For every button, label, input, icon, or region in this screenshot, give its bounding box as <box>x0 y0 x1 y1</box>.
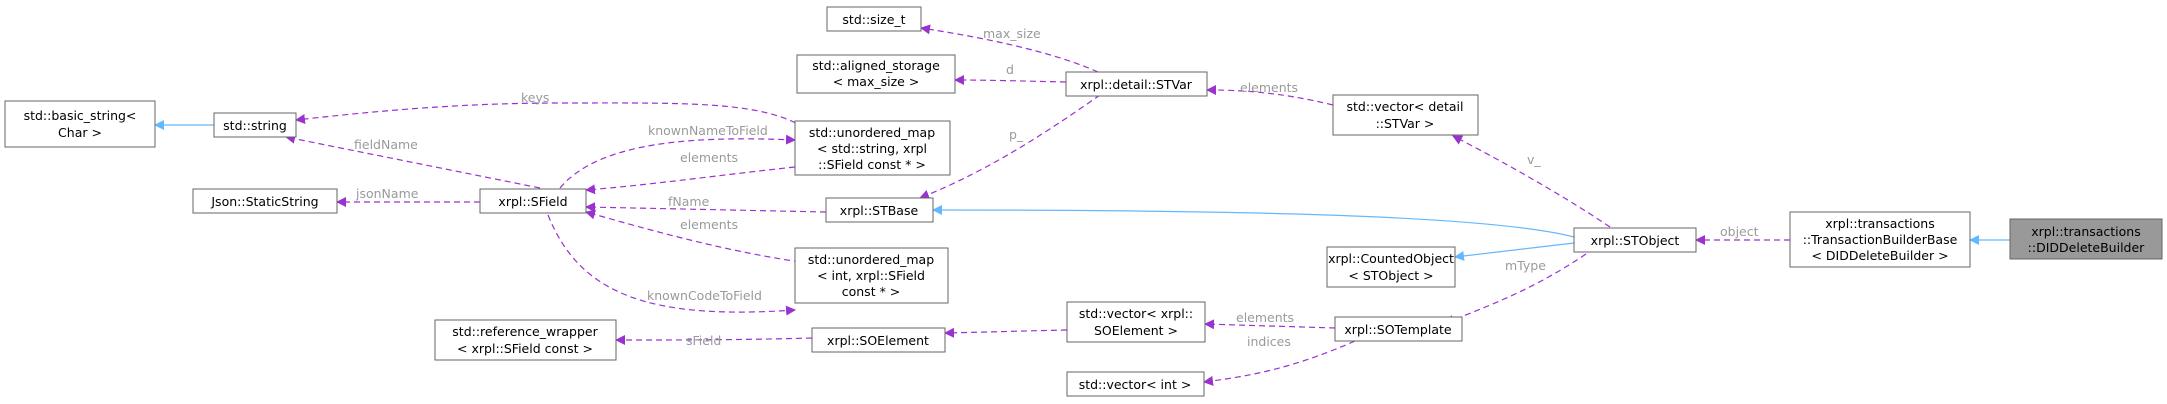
node-did-delete-builder[interactable]: xrpl::transactions ::DIDDeleteBuilder <box>2009 218 2163 260</box>
node-label: ::DIDDeleteBuilder <box>2028 240 2145 255</box>
node-label: xrpl::STBase <box>840 203 919 218</box>
node-xrpl-stbase[interactable]: xrpl::STBase <box>825 197 934 223</box>
node-label: std::vector< detail <box>1347 99 1464 114</box>
edge-umap-string-uses-sfield <box>585 166 796 195</box>
node-std-basic-string[interactable]: std::basic_string< Char > <box>4 100 156 148</box>
node-label: < xrpl::SField const > <box>457 341 593 356</box>
node-label: xrpl::detail::STVar <box>1080 77 1193 92</box>
node-xrpl-soelement[interactable]: xrpl::SOElement <box>811 327 946 353</box>
node-label: < max_size > <box>833 74 920 89</box>
node-std-vector-stvar[interactable]: std::vector< detail ::STVar > <box>1332 94 1479 136</box>
node-json-static-string[interactable]: Json::StaticString <box>192 188 338 214</box>
edge-label-elements-soelement: elements <box>1236 310 1294 325</box>
node-label: SOElement > <box>1094 323 1178 338</box>
node-std-vector-soelement[interactable]: std::vector< xrpl:: SOElement > <box>1066 301 1206 343</box>
node-reference-wrapper[interactable]: std::reference_wrapper < xrpl::SField co… <box>434 319 617 361</box>
edges <box>154 24 2010 386</box>
edge-sfield-uses-umap-int <box>547 214 796 316</box>
node-label: Char > <box>58 125 102 140</box>
node-label: xrpl::SOTemplate <box>1344 322 1451 337</box>
node-label: xrpl::CountedObject <box>1328 251 1454 266</box>
node-label: ::TransactionBuilderBase <box>1803 232 1958 247</box>
node-transaction-builder-base[interactable]: xrpl::transactions ::TransactionBuilderB… <box>1789 211 1971 268</box>
node-xrpl-sotemplate[interactable]: xrpl::SOTemplate <box>1334 316 1463 342</box>
edge-label-d: d <box>1006 62 1014 77</box>
edge-label-p: p_ <box>1009 127 1024 142</box>
edge-vector-soelement-uses-soelement <box>944 327 1068 338</box>
edge-label-mtype: mType <box>1505 258 1546 273</box>
edge-sfield-uses-string <box>285 133 541 189</box>
edge-label-indices: indices <box>1247 334 1291 349</box>
node-std-vector-int[interactable]: std::vector< int > <box>1066 371 1205 397</box>
node-label: ::SField const * > <box>818 157 926 172</box>
node-label: const * > <box>842 284 901 299</box>
edge-stvar-uses-aligned-storage <box>954 75 1067 86</box>
edge-label-keys: keys <box>521 90 549 105</box>
edge-label-field-name: fieldName <box>354 137 418 152</box>
node-label: std::reference_wrapper <box>452 324 598 339</box>
edge-label-json-name: jsonName <box>355 186 419 201</box>
node-label: Json::StaticString <box>210 194 318 209</box>
node-label: std::vector< int > <box>1079 377 1192 392</box>
node-unordered-map-string[interactable]: std::unordered_map < std::string, xrpl :… <box>794 120 951 176</box>
node-counted-object[interactable]: xrpl::CountedObject < STObject > <box>1326 246 1456 288</box>
node-unordered-map-int[interactable]: std::unordered_map < int, xrpl::SField c… <box>794 247 949 304</box>
node-label: std::vector< xrpl:: <box>1079 306 1193 321</box>
edge-label-v: v_ <box>1527 152 1541 167</box>
node-label: xrpl::STObject <box>1591 233 1680 248</box>
nodes: std::size_t std::aligned_storage < max_s… <box>4 6 2163 397</box>
edge-stvar-uses-stbase <box>919 94 1101 200</box>
edge-umap-string-uses-string <box>295 102 821 141</box>
edge-label-max-size: max_size <box>983 26 1041 41</box>
node-xrpl-stobject[interactable]: xrpl::STObject <box>1573 227 1697 253</box>
edge-sfield-uses-umap-string <box>559 134 796 189</box>
node-label: std::size_t <box>842 12 905 27</box>
edge-label-known-name-to-field: knownNameToField <box>648 123 768 138</box>
node-label: < STObject > <box>1348 268 1433 283</box>
node-label: < DIDDeleteBuilder > <box>1811 248 1948 263</box>
edge-label-elements-umap-int: elements <box>680 217 738 232</box>
edge-stobject-inherits-counted <box>1454 242 1575 261</box>
node-label: xrpl::SOElement <box>827 333 929 348</box>
edge-label-known-code-to-field: knownCodeToField <box>647 288 762 303</box>
edge-vector-stvar-uses-stvar <box>1206 85 1334 106</box>
node-std-string[interactable]: std::string <box>213 112 297 138</box>
node-label: std::unordered_map <box>809 125 935 140</box>
node-label: ::STVar > <box>1376 116 1435 131</box>
node-label: xrpl::SField <box>498 194 567 209</box>
edge-sotemplate-uses-vector-soelement <box>1204 319 1336 330</box>
node-label: xrpl::transactions <box>1825 216 1935 231</box>
edge-label-object: object <box>1720 224 1759 239</box>
edge-label-fname: fName <box>668 194 710 209</box>
node-std-aligned-storage[interactable]: std::aligned_storage < max_size > <box>796 54 956 94</box>
node-xrpl-sfield[interactable]: xrpl::SField <box>479 188 587 214</box>
node-label: std::unordered_map <box>808 252 934 267</box>
edge-labels: max_size d keys knownNameToField element… <box>354 26 1759 349</box>
node-label: < int, xrpl::SField <box>817 268 925 283</box>
edge-label-sfield: sField <box>686 333 721 348</box>
edge-stbase-uses-sfield <box>585 202 827 213</box>
node-label: < std::string, xrpl <box>817 141 927 156</box>
edge-stvar-uses-size-t <box>920 24 1099 73</box>
edge-stobject-uses-vector-stvar <box>1452 135 1611 228</box>
node-label: std::aligned_storage <box>812 58 940 73</box>
edge-umap-int-uses-sfield <box>585 209 801 263</box>
edge-label-elements-stvar: elements <box>1240 80 1298 95</box>
edge-label-elements-umap-string: elements <box>680 150 738 165</box>
edge-soelement-uses-ref-wrapper <box>615 334 813 345</box>
node-label: std::basic_string< <box>24 108 137 123</box>
node-label: std::string <box>223 118 287 133</box>
edge-stobject-inherits-stbase <box>932 205 1575 238</box>
node-std-size-t[interactable]: std::size_t <box>826 6 922 32</box>
node-label: xrpl::transactions <box>2031 224 2141 239</box>
node-xrpl-detail-stvar[interactable]: xrpl::detail::STVar <box>1065 71 1208 97</box>
